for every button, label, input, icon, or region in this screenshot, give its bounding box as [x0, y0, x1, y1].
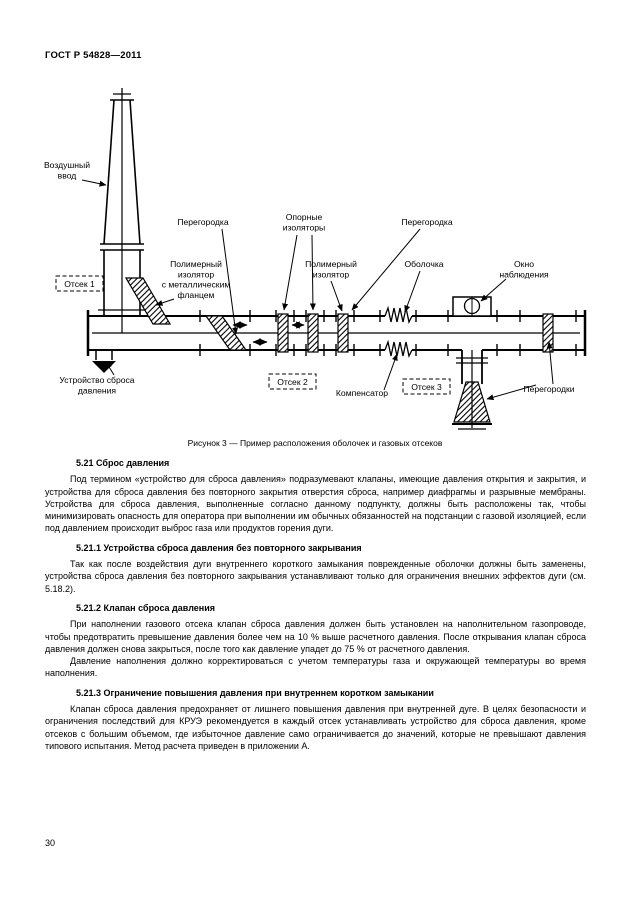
compartment-1-box [55, 275, 104, 292]
busbar-enclosure [86, 310, 587, 356]
arrow-pressure-relief [105, 361, 115, 376]
label-arrows [81, 179, 554, 401]
label-partitions: Перегородки [523, 384, 574, 394]
flange-ticks [199, 310, 577, 356]
page-number: 30 [45, 838, 56, 848]
section-heading-5-21: 5.21 Сброс давления [76, 458, 170, 468]
arrow-support-insulator-2 [309, 234, 316, 311]
observation-window-assembly [452, 296, 492, 317]
document-header: ГОСТ Р 54828—2011 [45, 50, 142, 61]
partition-band [542, 313, 554, 353]
label-shell: Оболочка [404, 259, 443, 269]
arrow-polymer-flanged [155, 298, 175, 306]
section-heading-5-21-3: 5.21.3 Ограничение повышения давления пр… [76, 687, 434, 698]
label-partition-right: Перегородка [401, 217, 453, 227]
label-compartment-2: Отсек 2 [277, 377, 308, 387]
compartment-3-box [402, 378, 451, 395]
tilted-partition-insulator [204, 315, 248, 351]
support-insulator-band-2 [307, 313, 319, 353]
compartment-2-box [268, 373, 317, 390]
paragraph-5-21-3-1: Клапан сброса давления предохраняет от л… [45, 704, 586, 751]
label-partition-left: Перегородка [177, 217, 229, 227]
paragraph-5-21-1: Под термином «устройство для сброса давл… [45, 474, 586, 534]
section-heading-5-21-2: 5.21.2 Клапан сброса давления [76, 602, 216, 613]
compartment-boxes [55, 275, 451, 395]
arrow-partitions-1 [486, 384, 537, 401]
gas-flow-arrows [232, 321, 305, 346]
label-compartment-3: Отсек 3 [411, 382, 442, 392]
air-bushing [98, 88, 146, 333]
pressure-relief-outlet [92, 350, 116, 373]
label-compartment-1: Отсек 1 [64, 279, 95, 289]
support-insulator-band-1 [277, 313, 289, 353]
arrow-polymer-insulator [330, 280, 343, 312]
arrow-partitions-2 [546, 341, 554, 385]
arrow-partition-right [351, 228, 421, 311]
polymer-insulator-band [337, 313, 349, 353]
arrow-observation-window [480, 278, 507, 302]
paragraph-5-21-2-2: Давление наполнения должно корректироват… [45, 656, 586, 679]
figure-caption: Рисунок 3 — Пример расположения оболочек… [187, 438, 443, 448]
paragraph-5-21-1-1: Так как после воздействия дуги внутренне… [45, 559, 586, 594]
section-heading-5-21-1: 5.21.1 Устройства сброса давления без по… [76, 542, 362, 553]
flanged-polymer-insulator-section [124, 277, 172, 325]
arrow-partition-left [221, 228, 239, 335]
arrow-air-inlet [81, 179, 107, 187]
compensator-bellows [384, 305, 413, 358]
arrow-compensator [383, 353, 398, 391]
label-compensator: Компенсатор [336, 388, 388, 398]
outgoing-bushing-branch [452, 350, 492, 430]
arrow-shell [404, 270, 421, 313]
paragraph-5-21-2-1: При наполнении газового отсека клапан сб… [45, 619, 586, 654]
document-body: 5.21 Сброс давления Под термином «устрой… [45, 457, 586, 752]
arrow-support-insulator-1 [282, 234, 298, 311]
